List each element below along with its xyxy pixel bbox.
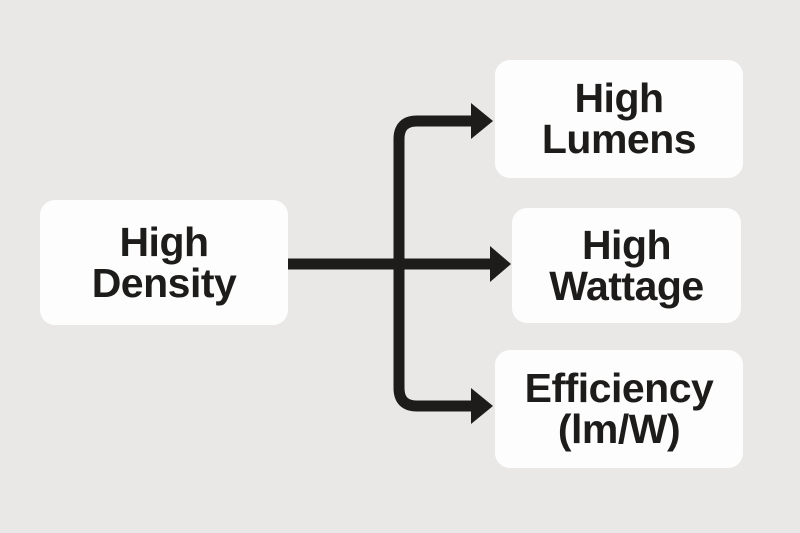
node-efficiency-lm-w: Efficiency (lm/W) — [495, 350, 743, 468]
arrow-branch-trunk — [393, 115, 472, 412]
node-label-line: Wattage — [549, 262, 704, 309]
node-label-line: Efficiency — [524, 365, 714, 411]
node-label-line: Lumens — [541, 116, 697, 162]
node-label-line: Density — [91, 259, 237, 306]
node-label-line: High — [119, 218, 209, 265]
arrowhead-efficiency-icon — [471, 388, 493, 424]
node-label-line: High — [581, 221, 672, 268]
node-high-lumens: High Lumens — [495, 60, 743, 178]
node-label-line: High — [574, 75, 664, 121]
arrowhead-lumens-icon — [471, 103, 493, 139]
node-high-wattage: High Wattage — [512, 208, 741, 323]
node-high-density: High Density — [40, 200, 288, 325]
arrowhead-wattage-icon — [490, 246, 511, 282]
node-label-line: (lm/W) — [557, 406, 681, 452]
